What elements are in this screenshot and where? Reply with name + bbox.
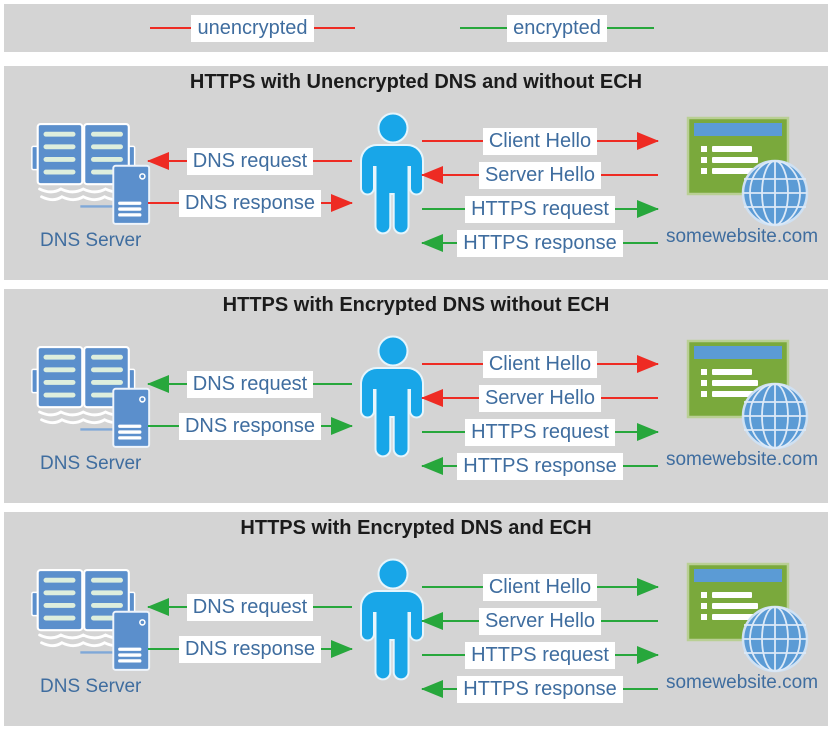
arrowhead-icon	[637, 132, 659, 150]
arrow-server-hello: Server Hello	[421, 384, 658, 412]
arrow-label: DNS request	[186, 147, 314, 175]
panel-title: HTTPS with Encrypted DNS without ECH	[222, 294, 610, 316]
arrow-dns-response: DNS response	[148, 635, 353, 663]
arrowhead-icon	[637, 578, 659, 596]
website-label: somewebsite.com	[665, 449, 819, 470]
arrow-label: DNS request	[186, 593, 314, 621]
arrowhead-icon	[421, 457, 443, 475]
legend: unencrypted encrypted	[4, 4, 828, 52]
dns-server-icon	[30, 568, 151, 672]
arrow-https-response: HTTPS response	[421, 452, 658, 480]
arrow-label: Server Hello	[478, 384, 602, 412]
arrow-label: DNS request	[186, 370, 314, 398]
website-label: somewebsite.com	[665, 672, 819, 693]
arrow-https-response: HTTPS response	[421, 229, 658, 257]
dns-server-icon	[30, 122, 151, 226]
panel-title: HTTPS with Unencrypted DNS and without E…	[189, 71, 643, 93]
arrowhead-icon	[637, 355, 659, 373]
arrow-https-request: HTTPS request	[422, 195, 659, 223]
arrow-dns-response: DNS response	[148, 189, 353, 217]
arrow-server-hello: Server Hello	[421, 161, 658, 189]
arrow-dns-request: DNS request	[147, 593, 352, 621]
arrow-label: HTTPS response	[457, 452, 623, 480]
website-icon	[686, 339, 809, 450]
arrow-client-hello: Client Hello	[422, 127, 659, 155]
panel-unencrypted-dns-no-ech: HTTPS with Unencrypted DNS and without E…	[4, 66, 828, 280]
website-icon	[686, 116, 809, 227]
arrow-https-request: HTTPS request	[422, 641, 659, 669]
arrow-client-hello: Client Hello	[422, 350, 659, 378]
arrow-dns-request: DNS request	[147, 370, 352, 398]
arrowhead-icon	[147, 152, 169, 170]
legend-label-unencrypted: unencrypted	[191, 14, 314, 42]
arrowhead-icon	[637, 423, 659, 441]
arrowhead-icon	[147, 375, 169, 393]
arrowhead-icon	[331, 194, 353, 212]
website-label: somewebsite.com	[665, 226, 819, 247]
arrowhead-icon	[147, 598, 169, 616]
arrow-label: DNS response	[178, 412, 322, 440]
arrow-label: HTTPS request	[465, 641, 615, 669]
arrow-label: HTTPS response	[457, 229, 623, 257]
arrowhead-icon	[421, 234, 443, 252]
arrowhead-icon	[637, 200, 659, 218]
arrowhead-icon	[331, 417, 353, 435]
dns-server-label: DNS Server	[40, 453, 142, 474]
arrow-https-request: HTTPS request	[422, 418, 659, 446]
website-icon	[686, 562, 809, 673]
legend-item-unencrypted: unencrypted	[150, 4, 355, 52]
arrow-dns-response: DNS response	[148, 412, 353, 440]
arrow-server-hello: Server Hello	[421, 607, 658, 635]
legend-label-encrypted: encrypted	[507, 14, 607, 42]
dns-server-label: DNS Server	[40, 230, 142, 251]
panel-encrypted-dns-and-ech: HTTPS with Encrypted DNS and ECH DNS Ser…	[4, 512, 828, 726]
arrow-label: DNS response	[178, 189, 322, 217]
arrow-client-hello: Client Hello	[422, 573, 659, 601]
arrowhead-icon	[421, 680, 443, 698]
arrow-label: Server Hello	[478, 161, 602, 189]
arrowhead-icon	[421, 389, 443, 407]
arrow-label: HTTPS response	[457, 675, 623, 703]
dns-server-label: DNS Server	[40, 676, 142, 697]
arrow-dns-request: DNS request	[147, 147, 352, 175]
arrow-label: DNS response	[178, 635, 322, 663]
arrow-label: HTTPS request	[465, 418, 615, 446]
arrowhead-icon	[331, 640, 353, 658]
arrow-https-response: HTTPS response	[421, 675, 658, 703]
legend-item-encrypted: encrypted	[460, 4, 654, 52]
arrow-label: HTTPS request	[465, 195, 615, 223]
panel-encrypted-dns-no-ech: HTTPS with Encrypted DNS without ECH DNS…	[4, 289, 828, 503]
arrow-label: Client Hello	[482, 127, 598, 155]
arrowhead-icon	[637, 646, 659, 664]
arrowhead-icon	[421, 612, 443, 630]
arrow-label: Client Hello	[482, 350, 598, 378]
arrow-label: Client Hello	[482, 573, 598, 601]
arrowhead-icon	[421, 166, 443, 184]
arrow-label: Server Hello	[478, 607, 602, 635]
dns-server-icon	[30, 345, 151, 449]
panel-title: HTTPS with Encrypted DNS and ECH	[240, 517, 592, 539]
diagram-canvas: unencrypted encrypted HTTPS with Unencry…	[0, 4, 832, 726]
